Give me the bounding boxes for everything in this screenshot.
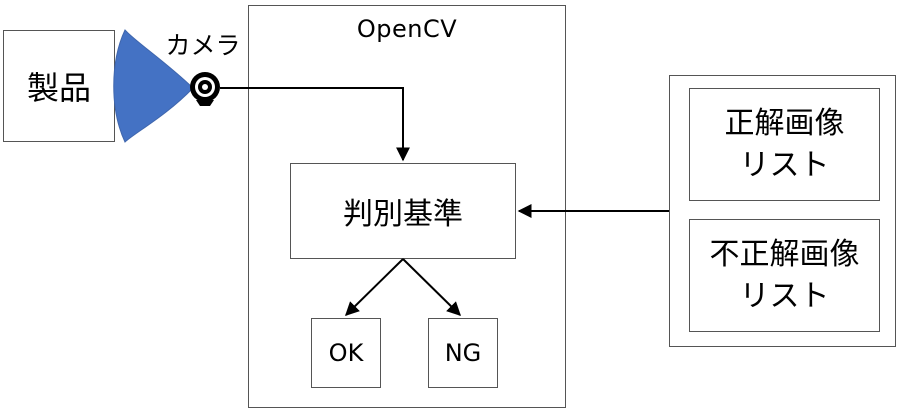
camera-view-cone [113, 29, 194, 143]
criteria-to-ng-arrow [402, 258, 461, 316]
correct-image-list-line1: 正解画像 [724, 105, 845, 141]
ng-label: NG [444, 339, 482, 367]
incorrect-image-list-line2: リスト [739, 278, 830, 314]
criteria-to-ok-arrow [345, 258, 404, 316]
ok-label: OK [328, 339, 364, 367]
correct-image-list-label: 正解画像 リスト [689, 88, 880, 201]
ok-box [311, 318, 381, 388]
product-label: 製品 [26, 69, 91, 107]
opencv-title: OpenCV [356, 15, 458, 43]
ng-box [428, 318, 498, 388]
criteria-label: 判別基準 [343, 197, 463, 232]
incorrect-image-list-box [689, 219, 880, 332]
product-box [3, 30, 115, 142]
criteria-box [290, 163, 516, 259]
correct-image-list-box [689, 88, 880, 201]
incorrect-image-list-line1: 不正解画像 [709, 236, 860, 272]
camera-label: カメラ [165, 31, 241, 60]
correct-image-list-line2: リスト [739, 147, 830, 183]
camera-to-criteria-arrow [220, 87, 410, 162]
webcam-icon [190, 72, 220, 106]
incorrect-image-list-label: 不正解画像 リスト [689, 219, 880, 332]
